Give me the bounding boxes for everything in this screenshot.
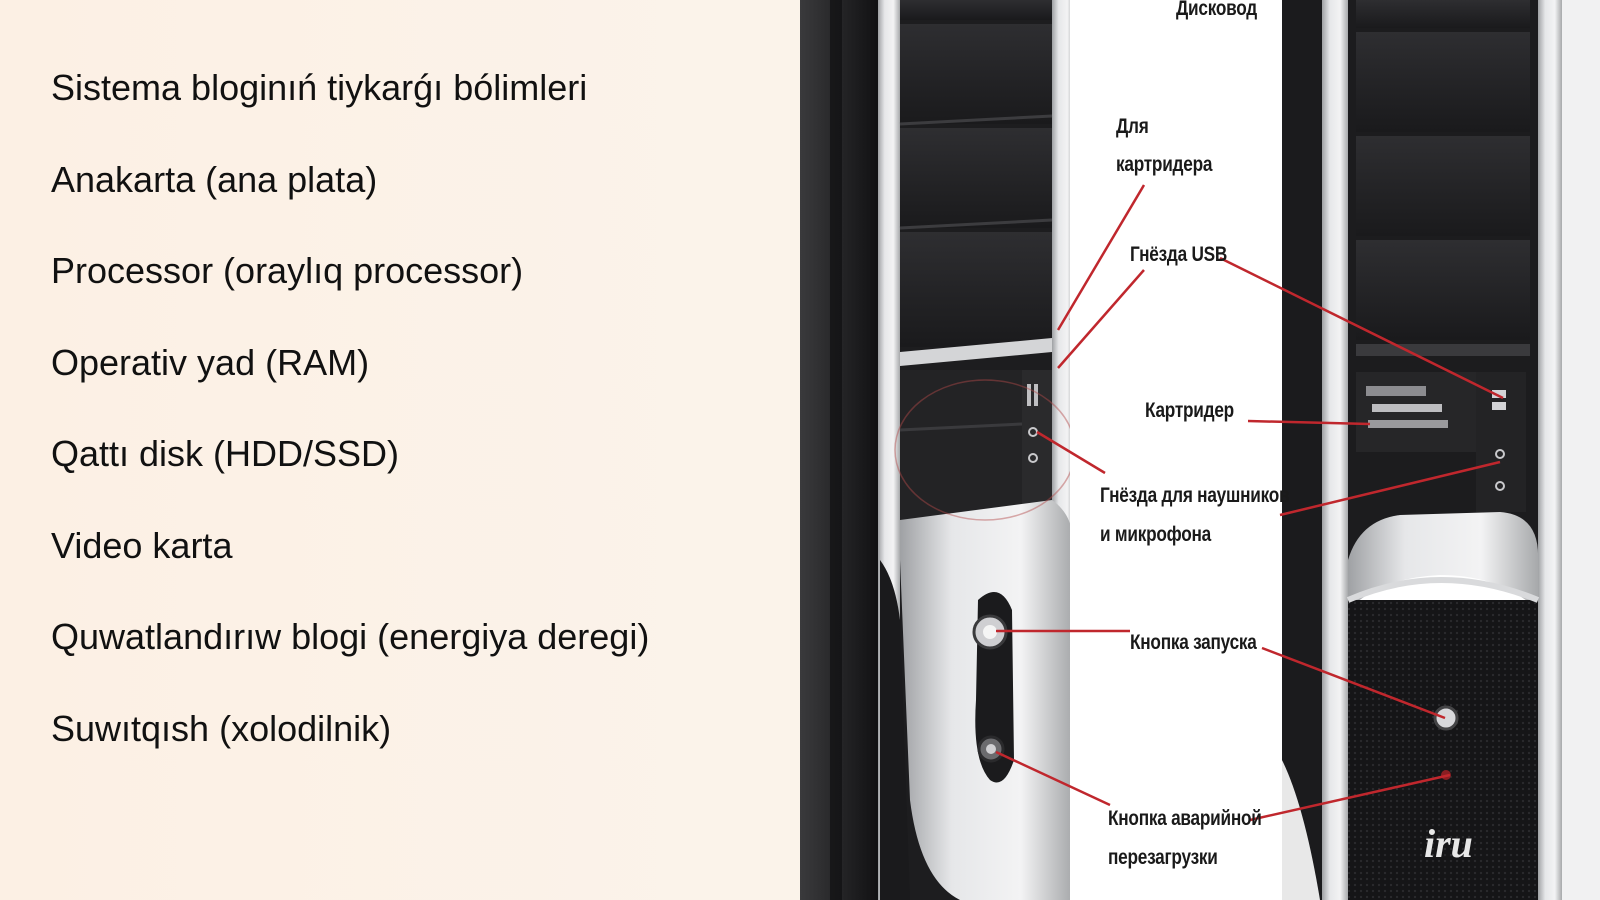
list-item: Video karta [51,525,233,566]
list-item: Quwatlandırıw blogi (energiya deregi) [51,616,650,657]
label-audio-line2: и микрофона [1100,523,1211,546]
pc-case-illustration [800,0,1600,900]
list-item: Anakarta (ana plata) [51,159,378,200]
bullet-list: Sistema bloginıń tiykarǵı bólimleri Anak… [51,67,650,749]
label-cardreader-bay-line2: картридера [1116,153,1213,176]
label-reset-line1: Кнопка аварийной [1108,807,1262,830]
list-item: Suwıtqısh (xolodilnik) [51,708,392,749]
right-tower [1240,0,1600,900]
label-cardreader-bay-line1: Для [1116,115,1149,138]
list-item: Operativ yad (RAM) [51,342,370,383]
label-cardreader: Картридер [1145,399,1234,422]
label-usb: Гнёзда USB [1130,243,1228,266]
list-item: Sistema bloginıń tiykarǵı bólimleri [51,67,588,108]
callout-lines [995,184,1504,822]
list-item: Processor (oraylıq processor) [51,250,524,291]
label-drive: Дисковод [1176,0,1257,20]
label-reset-line2: перезагрузки [1108,846,1218,869]
label-power-button: Кнопка запуска [1130,631,1257,654]
list-item: Qattı disk (HDD/SSD) [51,433,400,474]
pc-case-photo: Дисковод Для картридера Гнёзда USB Картр… [800,0,1600,900]
label-audio-line1: Гнёзда для наушников [1100,484,1290,507]
brand-logo: iru [1424,821,1473,866]
left-tower [800,0,1107,900]
